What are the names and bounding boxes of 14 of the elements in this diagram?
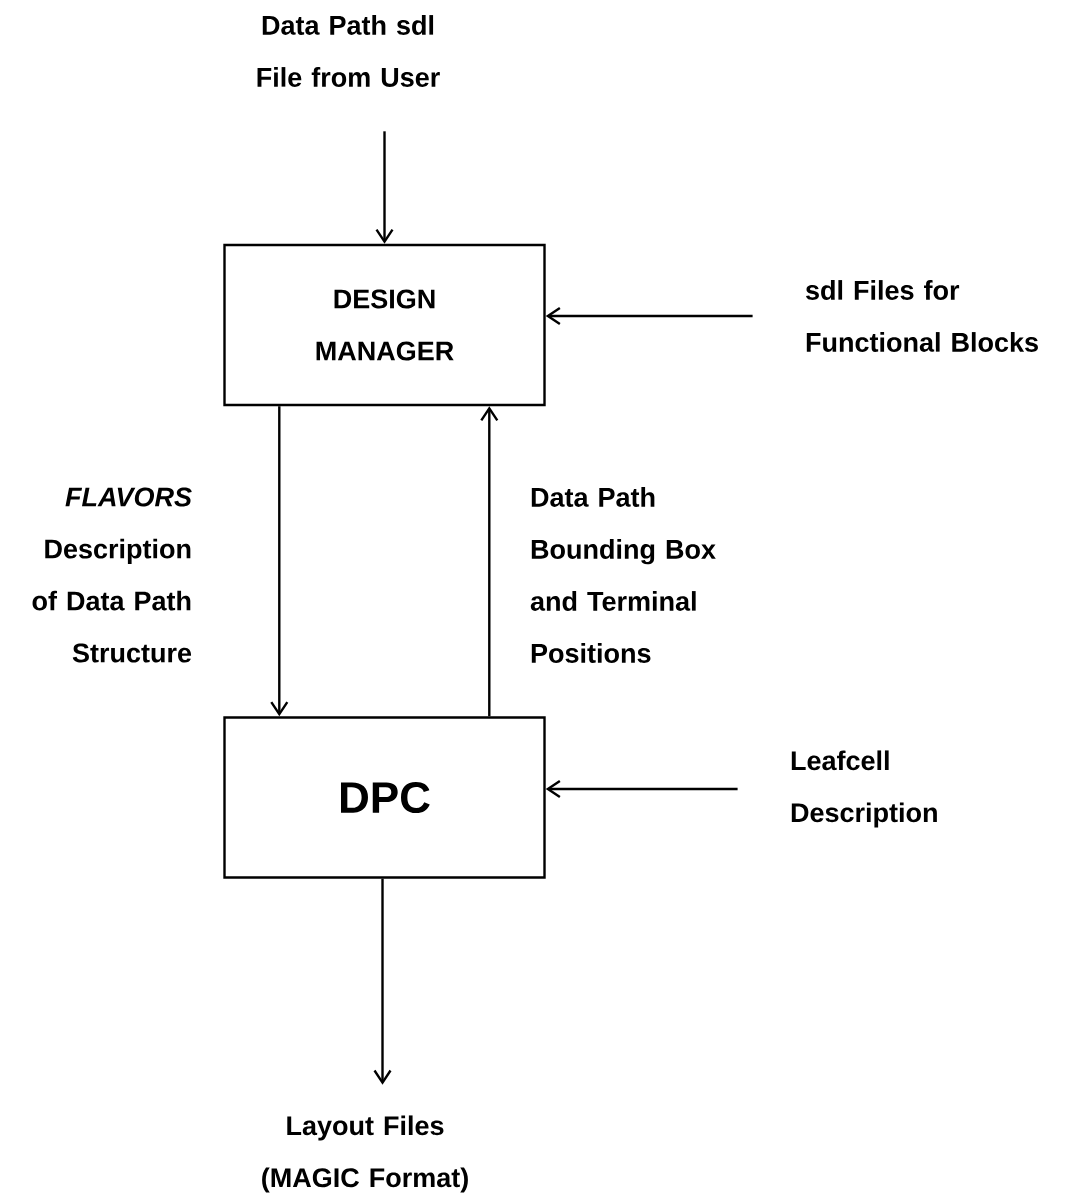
- process-box: DESIGN MANAGER: [223, 243, 546, 407]
- edge-label: Data Path Bounding Box and Terminal Positions: [530, 487, 716, 663]
- arrow: [375, 131, 394, 244]
- arrow: [545, 307, 753, 325]
- data-label: Leafcell Description: [791, 750, 937, 828]
- data-label: Layout Files (MAGIC Format): [262, 1115, 468, 1193]
- arrow: [270, 406, 289, 717]
- process-box: DPC: [223, 716, 546, 879]
- arrow: [373, 878, 392, 1085]
- edge-label: FLAVORS Description of Data Path Structure: [32, 487, 192, 663]
- arrow: [480, 406, 499, 717]
- data-label: sdl Files for Functional Blocks: [805, 280, 1038, 352]
- arrow: [545, 780, 738, 798]
- data-label: Data Path sdl File from User: [257, 15, 440, 87]
